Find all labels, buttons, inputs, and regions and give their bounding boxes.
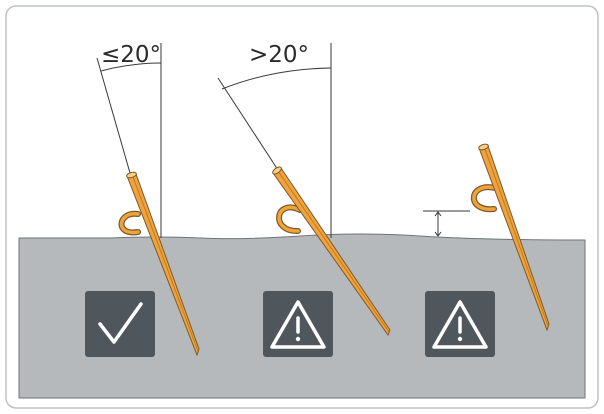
- checkmark-badge: [85, 291, 155, 357]
- angle-arc: [221, 67, 332, 90]
- warning-icon: [270, 300, 326, 349]
- angle-arc: [100, 62, 162, 72]
- angle-label-too-steep: >20°: [249, 42, 309, 68]
- case-ok: ≤20°: [85, 42, 200, 357]
- warning-icon-dot: [295, 336, 301, 342]
- stake-highlight: [277, 170, 390, 333]
- angle-label-ok: ≤20°: [101, 42, 161, 68]
- stake-top: [126, 171, 137, 179]
- angle-reference-line: [217, 77, 279, 171]
- stake-top: [478, 143, 489, 151]
- height-arrow-up: [434, 211, 442, 217]
- height-arrow-down: [434, 231, 442, 237]
- case-too-steep: >20°: [217, 42, 391, 357]
- stake-highlight: [484, 148, 549, 327]
- warning-icon: [432, 300, 488, 349]
- stake-loop-fill: [119, 212, 140, 235]
- stake-highlight: [132, 176, 199, 352]
- stake-loop-fill: [277, 205, 302, 233]
- stake-loop-fill: [472, 185, 497, 211]
- angle-reference-line: [96, 57, 133, 181]
- warning-icon-dot: [457, 336, 463, 342]
- stake-top: [272, 166, 282, 175]
- checkmark-icon: [98, 302, 143, 344]
- case-raised: [423, 143, 550, 357]
